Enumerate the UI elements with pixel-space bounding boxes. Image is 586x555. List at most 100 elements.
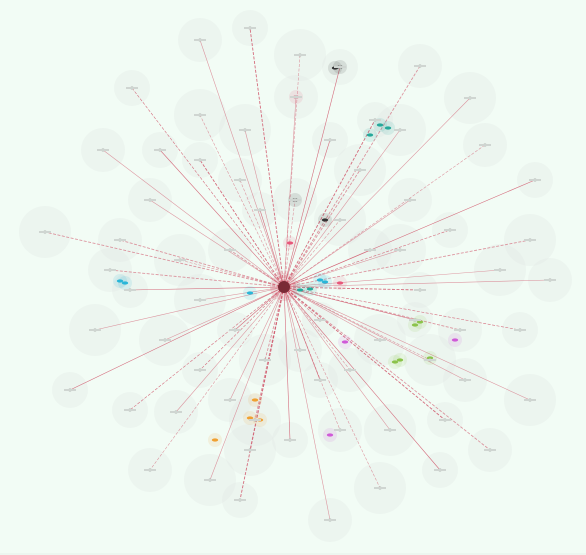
- node-label-mark: [464, 97, 476, 99]
- node-label-mark: [479, 144, 491, 146]
- node-label-mark: [314, 379, 326, 381]
- node-label-mark: [224, 249, 236, 251]
- node-label-mark: [404, 199, 416, 201]
- edge: [244, 129, 285, 288]
- node-label-mark: [114, 239, 126, 241]
- cluster-node[interactable]: [251, 398, 259, 402]
- node-label-mark: [249, 419, 261, 421]
- cluster-node[interactable]: [316, 278, 324, 282]
- cluster-node[interactable]: [246, 416, 254, 420]
- node-label-mark: [409, 319, 421, 321]
- edge: [102, 149, 285, 288]
- cluster-node[interactable]: [306, 287, 314, 291]
- node-label-mark: [514, 329, 526, 331]
- edge: [283, 286, 301, 351]
- cluster-node[interactable]: [376, 123, 384, 127]
- hub-node[interactable]: [270, 273, 298, 301]
- node-label-mark: [394, 249, 406, 251]
- hub-core[interactable]: [278, 281, 290, 293]
- cluster-node[interactable]: [384, 126, 392, 130]
- node-label-mark: [239, 129, 251, 131]
- node-label-mark: [434, 469, 446, 471]
- node-label-mark: [194, 114, 206, 116]
- node-label-mark: [484, 449, 496, 451]
- edge: [283, 286, 521, 331]
- edge: [94, 286, 285, 331]
- edge: [159, 149, 285, 288]
- edge: [283, 65, 421, 288]
- node-label-mark: [284, 439, 296, 441]
- node-label-mark: [174, 259, 186, 261]
- node-label-mark: [124, 409, 136, 411]
- edge-layer: [44, 27, 551, 521]
- cluster-node[interactable]: [286, 241, 294, 245]
- node-label-mark: [324, 139, 336, 141]
- edge: [283, 239, 531, 288]
- edge: [149, 286, 285, 471]
- cluster-node[interactable]: [396, 358, 404, 362]
- node-label-mark: [544, 279, 556, 281]
- edge: [259, 209, 285, 288]
- node-label-mark: [154, 149, 166, 151]
- cluster-node[interactable]: [321, 280, 329, 284]
- node-label-mark: [334, 429, 346, 431]
- node-label-mark: [194, 369, 206, 371]
- node-label-mark: [170, 411, 182, 413]
- cluster-node[interactable]: [321, 218, 329, 222]
- cluster-node[interactable]: [211, 438, 219, 442]
- node-label-mark: [414, 289, 426, 291]
- node-label-mark: [124, 289, 136, 291]
- edge: [283, 279, 551, 288]
- edge: [249, 27, 285, 288]
- cluster-node[interactable]: [336, 281, 344, 285]
- node-label-mark: [314, 319, 326, 321]
- node-label-mark: [384, 429, 396, 431]
- node-label-mark: [524, 399, 536, 401]
- edge: [199, 286, 285, 301]
- edge: [283, 286, 431, 361]
- edge: [283, 286, 351, 371]
- node-layer[interactable]: [39, 26, 556, 522]
- node-label-mark: [229, 329, 241, 331]
- edge: [254, 286, 285, 421]
- edge: [175, 286, 285, 413]
- node-label-mark: [374, 487, 386, 489]
- cluster-node[interactable]: [391, 360, 399, 364]
- edge: [283, 286, 381, 341]
- node-label-mark: [64, 389, 76, 391]
- node-label-mark: [374, 339, 386, 341]
- cluster-node[interactable]: [411, 323, 419, 327]
- node-label-mark: [394, 129, 406, 131]
- cluster-node[interactable]: [116, 279, 124, 283]
- cluster-layer: [113, 60, 462, 447]
- edge: [149, 199, 285, 288]
- edge: [283, 169, 361, 288]
- cluster-node[interactable]: [341, 340, 349, 344]
- edge: [283, 286, 446, 421]
- edge: [283, 144, 486, 288]
- edge: [131, 87, 285, 288]
- cluster-node[interactable]: [326, 433, 334, 437]
- node-label-mark: [224, 399, 236, 401]
- edge: [283, 286, 381, 489]
- node-label-mark: [104, 269, 116, 271]
- cluster-node[interactable]: [366, 133, 374, 137]
- cluster-node[interactable]: [451, 338, 459, 342]
- cluster-node[interactable]: [296, 288, 304, 292]
- edge: [283, 139, 331, 288]
- edge: [283, 286, 421, 291]
- cluster-node[interactable]: [426, 356, 434, 360]
- cluster-node[interactable]: [246, 291, 254, 295]
- node-label-mark: [290, 96, 302, 98]
- node-label-mark: [204, 479, 216, 481]
- node-label-mark: [344, 369, 356, 371]
- cluster-node[interactable]: [416, 320, 424, 324]
- edge: [283, 286, 491, 451]
- edge: [199, 114, 285, 288]
- cluster-node[interactable]: [121, 281, 129, 285]
- node-label-mark: [39, 231, 51, 233]
- edge: [199, 39, 285, 288]
- edge: [109, 269, 285, 288]
- node-label-mark: [97, 149, 109, 151]
